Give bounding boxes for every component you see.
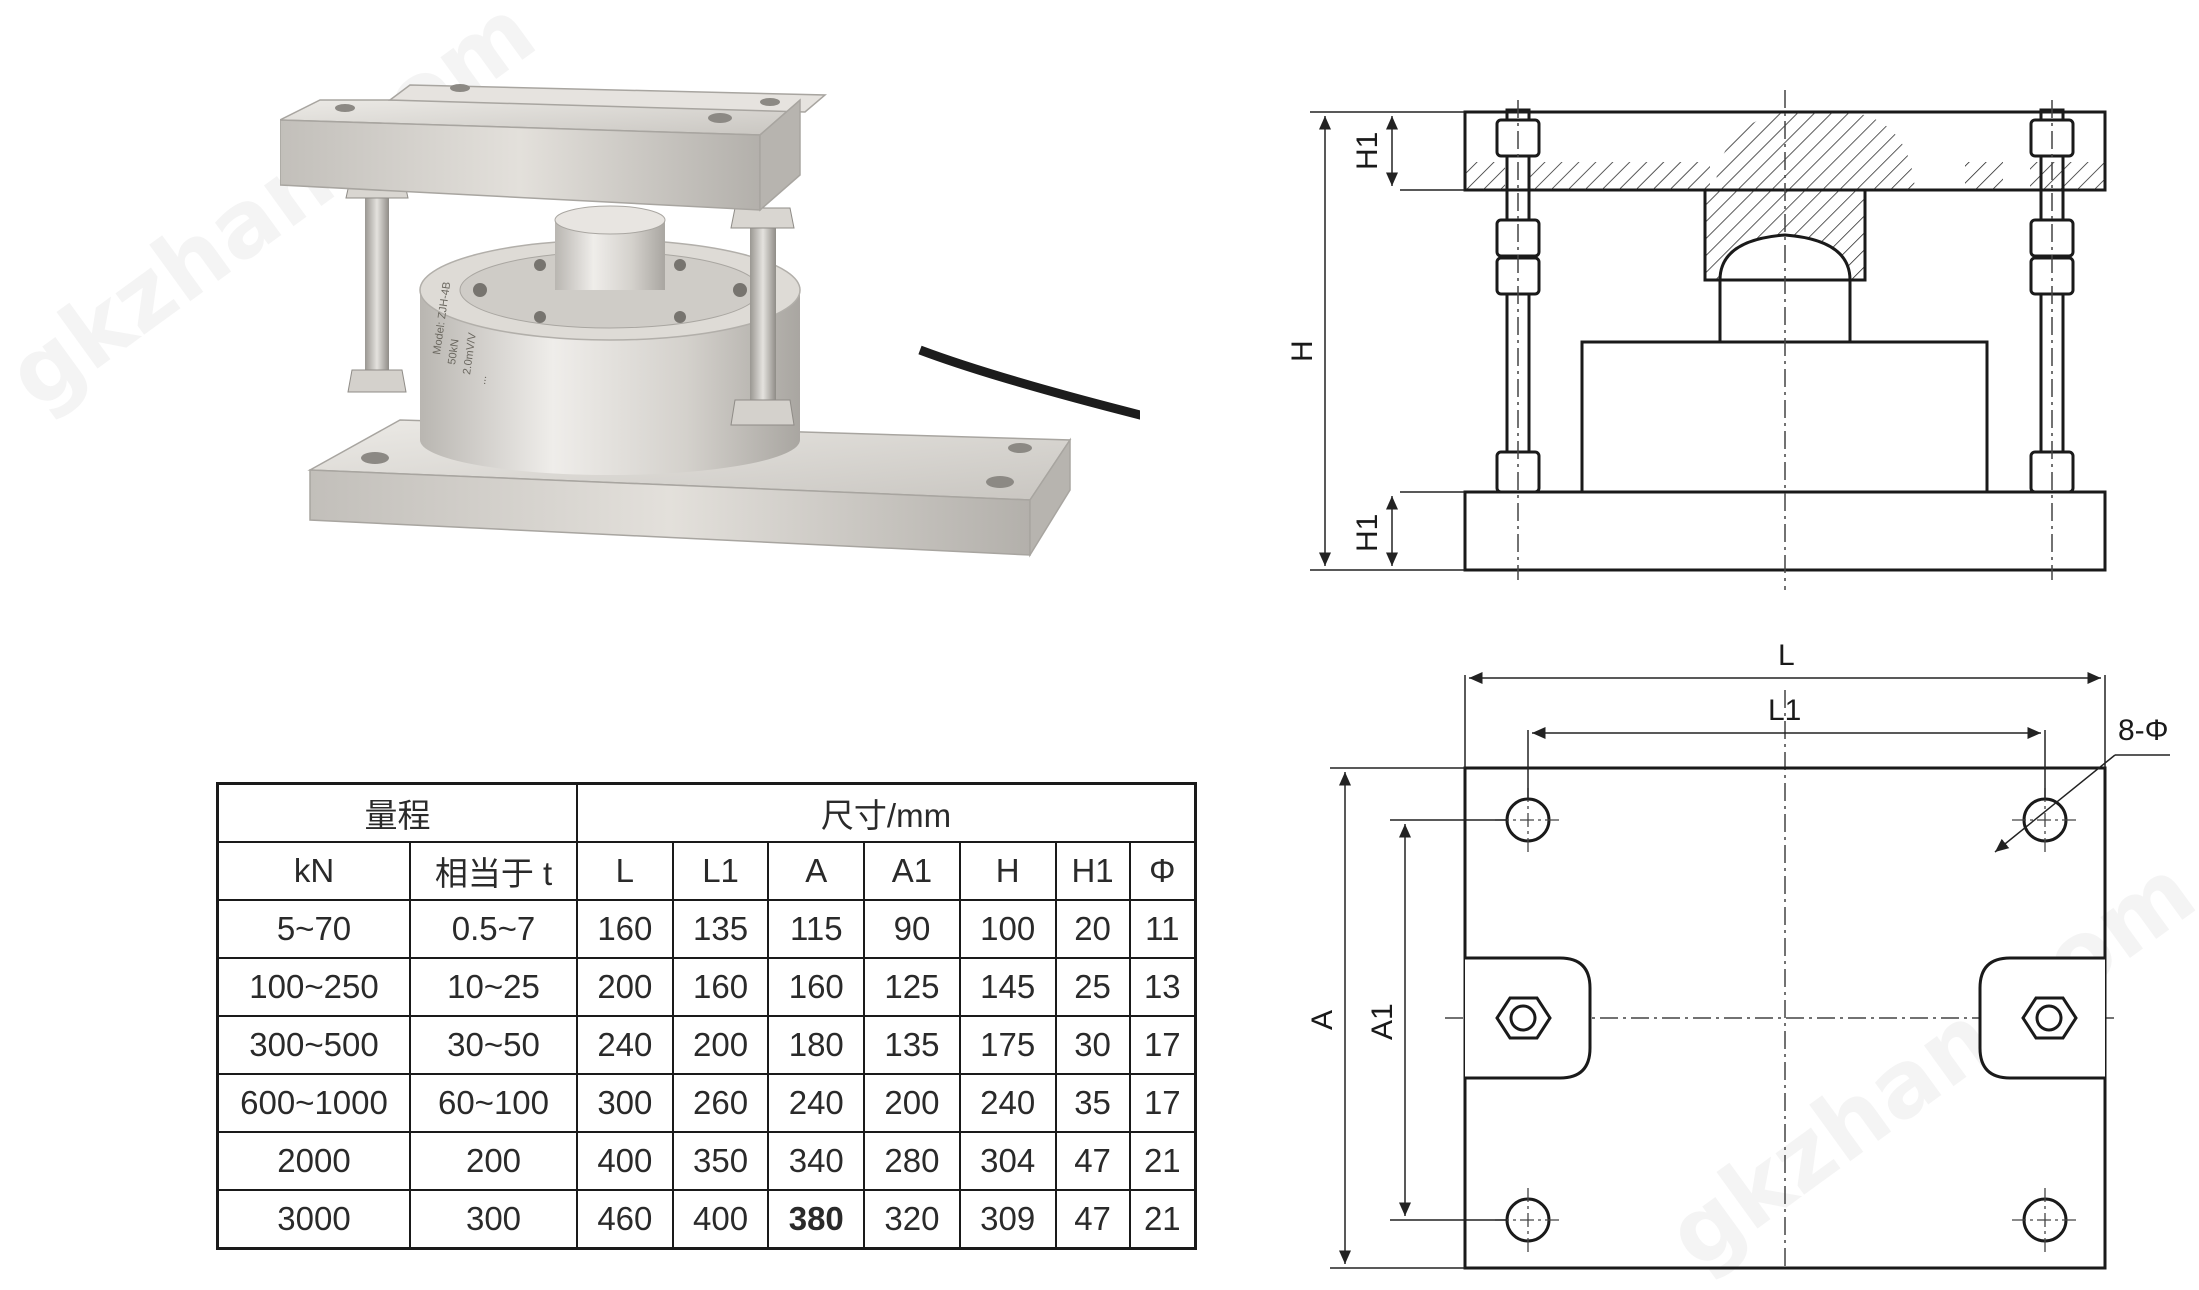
- table-cell: 400: [671, 1189, 770, 1250]
- dim-l1: L1: [1768, 694, 1801, 727]
- table-cell: 200: [863, 1073, 961, 1133]
- table-cell: 400: [576, 1131, 674, 1191]
- table-cell: 320: [863, 1189, 961, 1250]
- table-cell: 304: [958, 1131, 1057, 1191]
- table-cell: 21: [1128, 1189, 1197, 1250]
- side-dimensions: [1310, 111, 1465, 571]
- load-cell: Model: ZJH-4B 50kN 2.0mV/V ...: [419, 205, 801, 475]
- table-cell: 340: [767, 1131, 866, 1191]
- threaded-rod-right: [730, 207, 795, 426]
- dim-h1-top: H1: [1351, 132, 1384, 170]
- table-cell: 20: [1054, 899, 1131, 959]
- table-cell: 240: [576, 1015, 674, 1075]
- table-cell: 0.5~7: [409, 899, 578, 959]
- table-cell: 47: [1054, 1131, 1131, 1191]
- sensor-cable: [918, 345, 1140, 420]
- column-header: A1: [863, 841, 961, 901]
- column-header: L: [576, 841, 674, 901]
- table-cell: 160: [767, 957, 866, 1017]
- column-header: H: [958, 841, 1057, 901]
- table-cell: 260: [671, 1073, 770, 1133]
- table-cell: 90: [863, 899, 961, 959]
- table-cell: 200: [671, 1015, 770, 1075]
- side-view-drawing: H1 H H1: [1286, 90, 2107, 590]
- header-dimensions: 尺寸/mm: [576, 782, 1197, 843]
- table-cell: 460: [576, 1189, 674, 1250]
- table-cell: 280: [863, 1131, 961, 1191]
- table-cell: 2000: [216, 1131, 411, 1191]
- table-cell: 17: [1128, 1073, 1197, 1133]
- table-cell: 309: [958, 1189, 1057, 1250]
- table-cell: 60~100: [409, 1073, 578, 1133]
- table-cell: 200: [576, 957, 674, 1017]
- table-cell: 380: [767, 1189, 866, 1250]
- column-header: A: [767, 841, 866, 901]
- table-cell: 21: [1128, 1131, 1197, 1191]
- column-header: H1: [1054, 841, 1131, 901]
- column-header: 相当于 t: [409, 841, 578, 901]
- dim-a: A: [1306, 1010, 1339, 1030]
- svg-text:50kN: 50kN: [446, 338, 461, 365]
- column-header: kN: [216, 841, 411, 901]
- top-plate: [280, 84, 827, 212]
- table-cell: 13: [1128, 957, 1197, 1017]
- table-cell: 17: [1128, 1015, 1197, 1075]
- table-cell: 240: [767, 1073, 866, 1133]
- product-photo: Model: ZJH-4B 50kN 2.0mV/V ...: [280, 84, 1140, 558]
- table-cell: 175: [958, 1015, 1057, 1075]
- table-cell: 3000: [216, 1189, 411, 1250]
- threaded-rod-left: [345, 179, 409, 393]
- column-header: Φ: [1128, 841, 1197, 901]
- table-cell: 35: [1054, 1073, 1131, 1133]
- svg-text:...: ...: [476, 375, 489, 386]
- nut-left: [1495, 996, 1552, 1040]
- table-cell: 300: [576, 1073, 674, 1133]
- top-view-drawing: L L1 8-Φ A A1: [1306, 639, 2170, 1270]
- table-cell: 125: [863, 957, 961, 1017]
- table-cell: 180: [767, 1015, 866, 1075]
- table-cell: 200: [409, 1131, 578, 1191]
- table-cell: 135: [671, 899, 770, 959]
- table-cell: 240: [958, 1073, 1057, 1133]
- table-cell: 160: [671, 957, 770, 1017]
- dim-l: L: [1778, 639, 1795, 672]
- table-cell: 115: [767, 899, 866, 959]
- table-cell: 135: [863, 1015, 961, 1075]
- header-range: 量程: [216, 782, 578, 843]
- table-column-header-row: kN 相当于 t L L1 A A1 H H1 Φ: [216, 841, 1197, 901]
- dim-h: H: [1286, 340, 1319, 362]
- table-cell: 30: [1054, 1015, 1131, 1075]
- table-cell: 100: [958, 899, 1057, 959]
- table-group-header-row: 量程 尺寸/mm: [216, 782, 1197, 843]
- table-cell: 11: [1128, 899, 1197, 959]
- table-cell: 600~1000: [216, 1073, 411, 1133]
- nut-right: [2021, 996, 2078, 1040]
- table-cell: 25: [1054, 957, 1131, 1017]
- top-dimensions: [1330, 672, 2170, 1269]
- table-cell: 300: [409, 1189, 578, 1250]
- table-cell: 47: [1054, 1189, 1131, 1250]
- table-cell: 145: [958, 957, 1057, 1017]
- dim-h1-bottom: H1: [1351, 514, 1384, 552]
- table-cell: 300~500: [216, 1015, 411, 1075]
- dim-a1: A1: [1366, 1003, 1399, 1040]
- table-cell: 350: [671, 1131, 770, 1191]
- table-cell: 100~250: [216, 957, 411, 1017]
- table-cell: 160: [576, 899, 674, 959]
- table-cell: 10~25: [409, 957, 578, 1017]
- table-cell: 30~50: [409, 1015, 578, 1075]
- svg-text:2.0mV/V: 2.0mV/V: [461, 331, 479, 375]
- column-header: L1: [671, 841, 770, 901]
- dim-holes: 8-Φ: [2118, 714, 2169, 747]
- table-cell: 5~70: [216, 899, 411, 959]
